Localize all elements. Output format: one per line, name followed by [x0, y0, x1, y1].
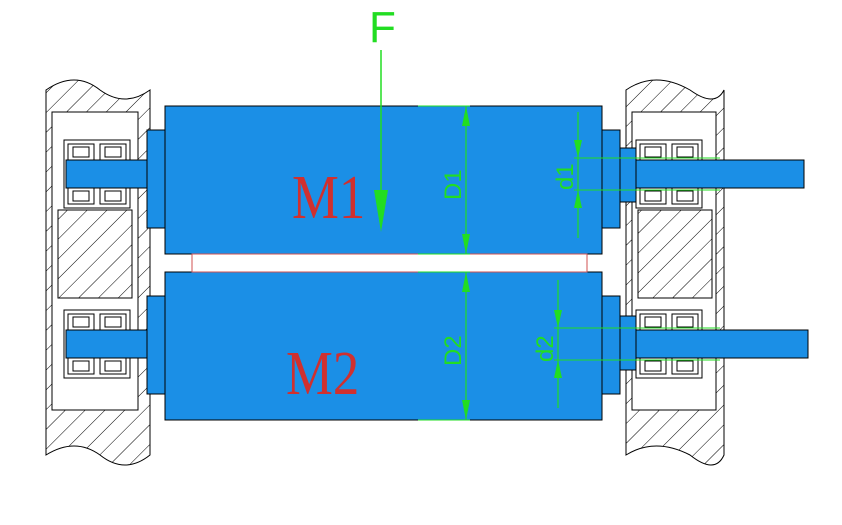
force-arrow: [374, 50, 388, 232]
dimension-d2: [418, 271, 470, 421]
right-top-collar: [619, 147, 637, 203]
left-top-journal: [146, 129, 166, 229]
left-top-shaft: [65, 159, 151, 189]
dimension-d2-label: D2: [440, 335, 467, 366]
dimension-d1: [418, 105, 470, 255]
dimension-shaft-d2-label: d2: [532, 335, 559, 362]
dimension-shaft-d1: [574, 112, 720, 238]
bottom-roll-label: M2: [286, 340, 359, 408]
right-bottom-shaft: [635, 329, 809, 359]
left-top-bearing: [63, 139, 131, 209]
right-housing: [625, 79, 725, 466]
force-label: F: [369, 3, 396, 52]
right-bottom-journal: [601, 295, 621, 395]
right-top-shaft: [635, 159, 805, 189]
right-top-journal: [601, 129, 621, 229]
top-roll: [164, 105, 603, 255]
right-bottom-collar: [619, 315, 637, 371]
dimension-shaft-d1-label: d1: [552, 163, 579, 190]
bottom-roll: [164, 271, 603, 421]
left-bottom-journal: [146, 295, 166, 395]
roll-gap: [191, 253, 588, 273]
dimension-shaft-d2: [554, 280, 720, 408]
left-housing: [45, 79, 151, 466]
dimension-d1-label: D1: [440, 169, 467, 200]
left-bottom-shaft: [65, 329, 151, 359]
top-roll-label: M1: [292, 164, 365, 232]
